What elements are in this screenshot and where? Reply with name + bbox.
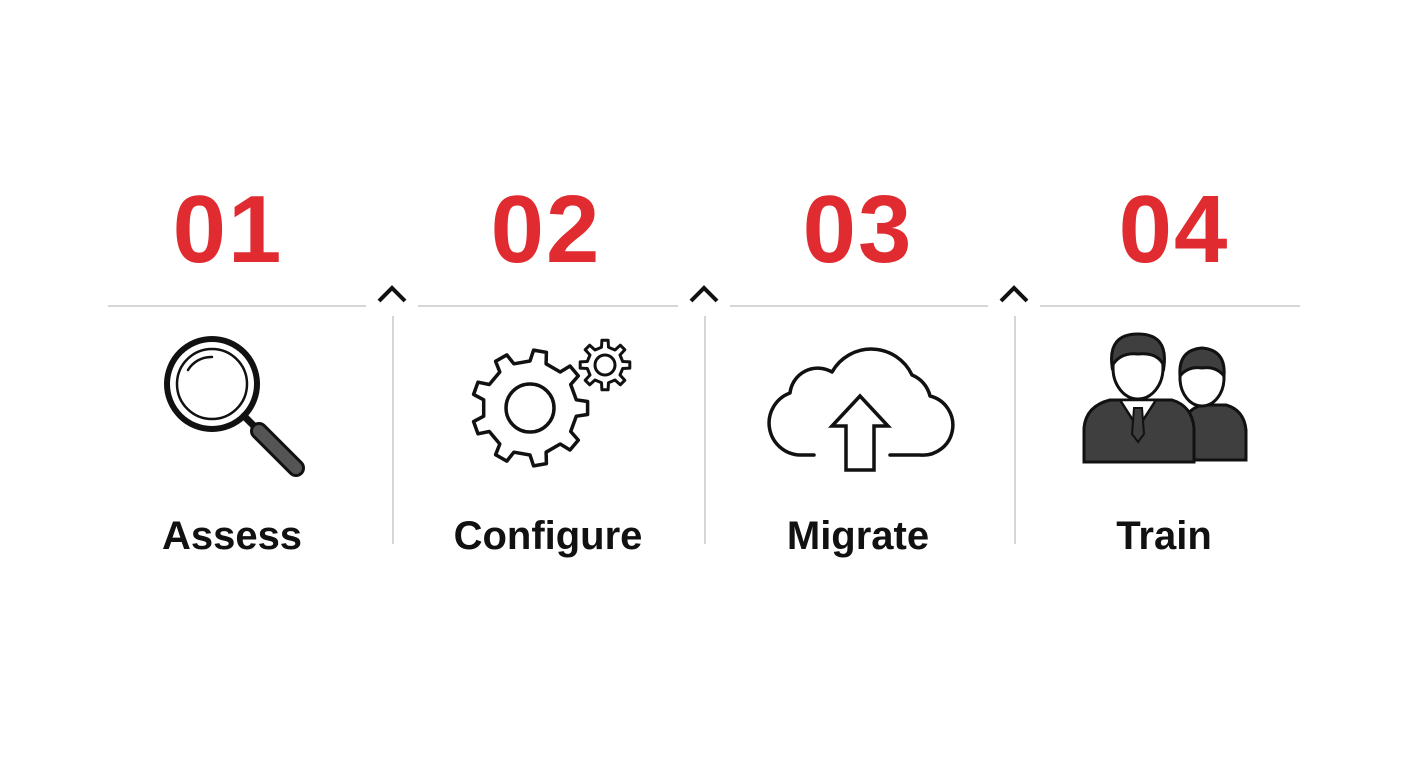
- separator-line: [1014, 316, 1016, 544]
- users-icon: [1082, 332, 1248, 464]
- step-3-label: Migrate: [786, 514, 930, 558]
- separator-line: [392, 316, 394, 544]
- small-gear-hub: [593, 353, 617, 377]
- cloud-upload-icon: [767, 347, 955, 472]
- small-gear: [578, 338, 632, 392]
- step-2-label: Configure: [453, 514, 643, 558]
- step-1-divider: [108, 305, 366, 307]
- step-4-label: Train: [1116, 514, 1212, 558]
- step-3-number: 03: [802, 176, 914, 283]
- large-gear-hub: [504, 382, 556, 434]
- chevron-up-icon: [377, 285, 407, 303]
- step-2-number: 02: [490, 176, 602, 283]
- step-1-label: Assess: [161, 514, 303, 558]
- step-2-divider: [418, 305, 678, 307]
- magnifying-glass-icon: [164, 336, 305, 477]
- large-gear: [471, 348, 590, 468]
- step-4-divider: [1040, 305, 1300, 307]
- gears-icon: [471, 338, 632, 468]
- step-4-number: 04: [1118, 176, 1230, 283]
- chevron-up-icon: [999, 285, 1029, 303]
- step-1-number: 01: [172, 176, 284, 283]
- separator-line: [704, 316, 706, 544]
- chevron-up-icon: [689, 285, 719, 303]
- step-3-divider: [730, 305, 988, 307]
